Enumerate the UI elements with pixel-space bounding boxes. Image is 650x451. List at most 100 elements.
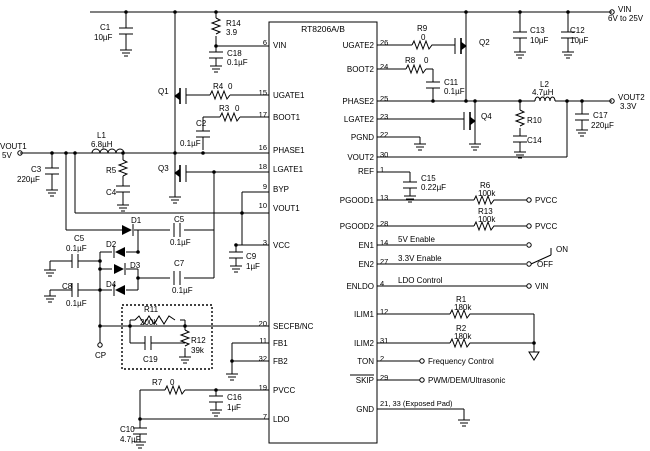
vin-label: VIN: [618, 5, 632, 14]
pin-num: 16: [259, 143, 267, 152]
pvcc-label-2: PVCC: [535, 222, 557, 231]
pin-num: 3: [263, 238, 267, 247]
pin-pvcc: PVCC: [273, 386, 295, 395]
pin-vout2: VOUT2: [347, 153, 374, 162]
pin-lgate2: LGATE2: [344, 115, 375, 124]
resistor-r1: [449, 308, 472, 320]
label-c15-val: 0.22µF: [421, 183, 446, 192]
left-pin-names: VIN UGATE1 BOOT1 PHASE1 LGATE1 BYP VOUT1…: [273, 41, 314, 424]
label-c18-ref: C18: [227, 49, 242, 58]
label-c2-val: 0.1µF: [180, 139, 201, 148]
pin-num: 20: [259, 319, 267, 328]
label-r9-val: 0: [421, 33, 426, 42]
label-c5b-ref: C5: [74, 234, 85, 243]
label-r3-val: 0: [235, 104, 240, 113]
capacitor-c17: [575, 113, 589, 121]
resistor-r9: [411, 39, 434, 51]
label-r14-ref: R14: [226, 19, 241, 28]
pin-en2: EN2: [358, 260, 374, 269]
switch-on-label: ON: [556, 245, 568, 254]
pin-num: 10: [259, 201, 267, 210]
ground-icon: [562, 51, 574, 59]
label-r7-val: 0: [170, 378, 175, 387]
terminals: [17, 9, 615, 383]
pin-lgate1: LGATE1: [273, 165, 304, 174]
label-r13-ref: R13: [478, 207, 493, 216]
ground-icon: [404, 195, 416, 203]
diode-symbols: [113, 224, 134, 296]
label-r8-ref: R8: [405, 56, 416, 65]
pin-ref: REF: [358, 167, 374, 176]
pin-num: 7: [263, 412, 267, 421]
pin-num: 24: [380, 62, 388, 71]
capacitor-c18: [209, 51, 223, 59]
pin-vin: VIN: [273, 41, 287, 50]
capacitor-c19: [144, 336, 152, 350]
label-c17-val: 220µF: [591, 121, 614, 130]
right-pin-numbers: 26 24 25 23 22 30 1 13 28 14 27 4 12 31 …: [380, 38, 453, 408]
label-c13-val: 10µF: [530, 36, 549, 45]
terminal-en2: [526, 261, 532, 267]
capacitor-c2: [196, 130, 210, 138]
ground-symbols: [44, 49, 588, 449]
label-c5a-val: 0.1µF: [170, 238, 191, 247]
capacitor-c1: [119, 27, 133, 35]
capacitor-c10: [133, 427, 147, 435]
wiring: [20, 11, 612, 442]
ground-icon: [120, 49, 132, 57]
capacitor-c11: [426, 81, 440, 89]
pin-ilim2: ILIM2: [354, 339, 375, 348]
label-c5b-val: 0.1µF: [66, 244, 87, 253]
diode-d4: [113, 284, 125, 296]
label-r9-ref: R9: [417, 24, 428, 33]
pin-num: 30: [380, 150, 388, 159]
vout1-value: 5V: [2, 151, 12, 160]
pin-num: 18: [259, 162, 267, 171]
pin-pgnd: PGND: [351, 133, 374, 142]
en2-control-text: 3.3V Enable: [398, 254, 442, 263]
pin-ugate1: UGATE1: [273, 91, 305, 100]
label-c18-val: 0.1µF: [227, 58, 248, 67]
skip-control-text: PWM/DEM/Ultrasonic: [428, 376, 505, 385]
resistor-r4: [209, 89, 231, 101]
label-c2-ref: C2: [196, 119, 207, 128]
label-q4: Q4: [481, 112, 492, 121]
label-c10-ref: C10: [120, 425, 135, 434]
pin-ton: TON: [357, 357, 374, 366]
label-q2: Q2: [479, 38, 490, 47]
right-pin-names: UGATE2 BOOT2 PHASE2 LGATE2 PGND VOUT2 RE…: [340, 41, 375, 414]
ic-name: RT8206A/B: [301, 24, 345, 34]
diode-d2: [113, 246, 125, 258]
pin-num: 12: [380, 307, 388, 316]
terminal-cp: [97, 342, 103, 348]
label-r4-ref: R4: [213, 82, 224, 91]
ground-icon: [44, 295, 56, 303]
label-c5a-ref: C5: [174, 215, 185, 224]
ground-icon: [514, 51, 526, 59]
pin-num: 19: [259, 383, 267, 392]
pin-pgood1: PGOOD1: [340, 196, 375, 205]
label-r12-val: 39k: [191, 346, 205, 355]
label-r6-ref: R6: [480, 181, 491, 190]
pin-num: 9: [263, 182, 267, 191]
label-q3: Q3: [158, 164, 169, 173]
resistor-r10: [514, 109, 526, 127]
ic-body: [268, 21, 378, 444]
terminal-ton: [419, 358, 425, 364]
ground-icon: [46, 189, 58, 197]
label-c1-val: 10µF: [94, 33, 113, 42]
pin-num: 15: [259, 88, 267, 97]
mosfet-q1: [174, 88, 190, 104]
label-r6-val: 100k: [478, 189, 496, 198]
ground-icon: [226, 373, 238, 381]
label-c19: C19: [143, 355, 158, 364]
capacitor-c12: [561, 31, 575, 39]
resistor-r14: [210, 17, 222, 35]
feedback-network-frame: [121, 304, 213, 370]
pin-vcc: VCC: [273, 241, 290, 250]
label-l2-ref: L2: [540, 80, 549, 89]
pin-num: 23: [380, 112, 388, 121]
ground-icon: [576, 129, 588, 137]
label-c9-ref: C9: [246, 252, 257, 261]
label-c17-ref: C17: [593, 111, 608, 120]
